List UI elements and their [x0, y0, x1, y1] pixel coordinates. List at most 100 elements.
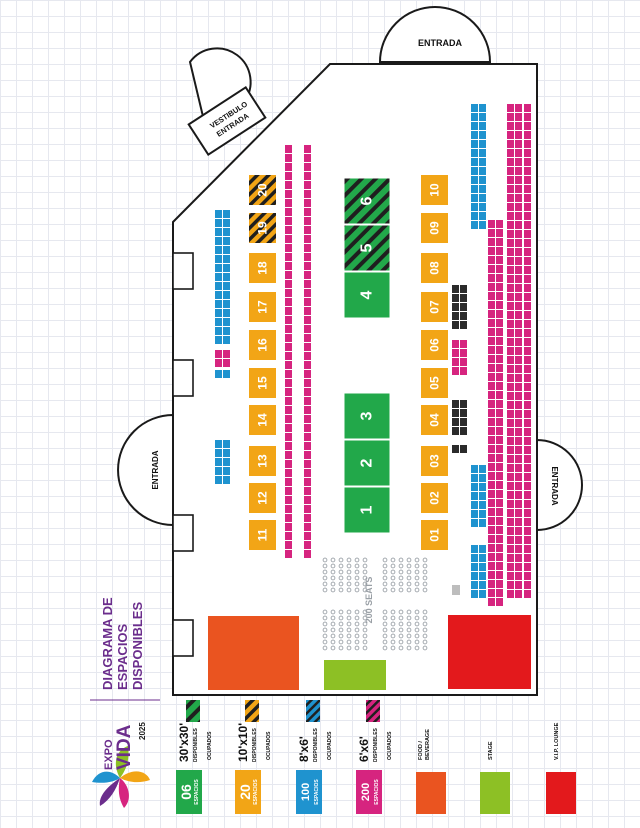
- small-booth[interactable]: [488, 499, 495, 507]
- small-booth[interactable]: [479, 149, 486, 157]
- small-booth[interactable]: [471, 501, 478, 509]
- small-booth[interactable]: [223, 282, 230, 290]
- booth-10x10-18[interactable]: 18: [249, 253, 276, 283]
- small-booth[interactable]: [524, 437, 531, 445]
- small-booth[interactable]: [524, 131, 531, 139]
- small-booth[interactable]: [471, 545, 478, 553]
- small-booth[interactable]: [215, 219, 222, 227]
- small-booth[interactable]: [285, 280, 292, 288]
- small-booth[interactable]: [488, 508, 495, 516]
- small-booth[interactable]: [215, 327, 222, 335]
- small-booth[interactable]: [524, 122, 531, 130]
- small-booth[interactable]: [304, 316, 311, 324]
- small-booth[interactable]: [515, 329, 522, 337]
- small-booth[interactable]: [471, 149, 478, 157]
- small-booth[interactable]: [524, 473, 531, 481]
- small-booth[interactable]: [488, 436, 495, 444]
- small-booth[interactable]: [479, 104, 486, 112]
- small-booth[interactable]: [460, 340, 467, 348]
- small-booth[interactable]: [524, 518, 531, 526]
- small-booth[interactable]: [515, 167, 522, 175]
- small-booth[interactable]: [479, 510, 486, 518]
- small-booth[interactable]: [496, 346, 503, 354]
- small-booth[interactable]: [507, 338, 514, 346]
- small-booth[interactable]: [496, 292, 503, 300]
- small-booth[interactable]: [515, 446, 522, 454]
- small-booth[interactable]: [524, 401, 531, 409]
- small-booth[interactable]: [524, 158, 531, 166]
- small-booth[interactable]: [285, 217, 292, 225]
- small-booth[interactable]: [452, 409, 459, 417]
- small-booth[interactable]: [488, 526, 495, 534]
- booth-30x30-6[interactable]: 6: [343, 177, 391, 225]
- small-booth[interactable]: [460, 312, 467, 320]
- small-booth[interactable]: [496, 598, 503, 606]
- small-booth[interactable]: [507, 176, 514, 184]
- small-booth[interactable]: [524, 545, 531, 553]
- small-booth[interactable]: [479, 113, 486, 121]
- booth-30x30-5[interactable]: 5: [343, 224, 391, 272]
- small-booth[interactable]: [471, 465, 478, 473]
- small-booth[interactable]: [304, 460, 311, 468]
- small-booth[interactable]: [515, 284, 522, 292]
- small-booth[interactable]: [304, 514, 311, 522]
- small-booth[interactable]: [471, 474, 478, 482]
- booth-10x10-16[interactable]: 16: [249, 330, 276, 360]
- small-booth[interactable]: [285, 172, 292, 180]
- small-booth[interactable]: [460, 427, 467, 435]
- small-booth[interactable]: [304, 523, 311, 531]
- small-booth[interactable]: [304, 190, 311, 198]
- small-booth[interactable]: [304, 253, 311, 261]
- small-booth[interactable]: [285, 388, 292, 396]
- small-booth[interactable]: [471, 212, 478, 220]
- booth-10x10-03[interactable]: 03: [421, 446, 448, 476]
- small-booth[interactable]: [507, 527, 514, 535]
- small-booth[interactable]: [524, 203, 531, 211]
- small-booth[interactable]: [223, 219, 230, 227]
- small-booth[interactable]: [304, 433, 311, 441]
- small-booth[interactable]: [496, 283, 503, 291]
- small-booth[interactable]: [488, 427, 495, 435]
- booth-10x10-09[interactable]: 09: [421, 213, 448, 243]
- small-booth[interactable]: [496, 535, 503, 543]
- small-booth[interactable]: [488, 418, 495, 426]
- small-booth[interactable]: [488, 517, 495, 525]
- small-booth[interactable]: [285, 325, 292, 333]
- small-booth[interactable]: [507, 509, 514, 517]
- small-booth[interactable]: [507, 347, 514, 355]
- small-booth[interactable]: [452, 303, 459, 311]
- small-booth[interactable]: [285, 208, 292, 216]
- booth-30x30-4[interactable]: 4: [343, 271, 391, 319]
- small-booth[interactable]: [452, 285, 459, 293]
- small-booth[interactable]: [524, 383, 531, 391]
- small-booth[interactable]: [452, 312, 459, 320]
- small-booth[interactable]: [215, 264, 222, 272]
- small-booth[interactable]: [496, 373, 503, 381]
- small-booth[interactable]: [285, 406, 292, 414]
- small-booth[interactable]: [507, 500, 514, 508]
- small-booth[interactable]: [479, 194, 486, 202]
- small-booth[interactable]: [507, 545, 514, 553]
- small-booth[interactable]: [479, 519, 486, 527]
- small-booth[interactable]: [471, 176, 478, 184]
- small-booth[interactable]: [304, 406, 311, 414]
- small-booth[interactable]: [460, 303, 467, 311]
- small-booth[interactable]: [285, 541, 292, 549]
- small-booth[interactable]: [524, 491, 531, 499]
- small-booth[interactable]: [223, 228, 230, 236]
- small-booth[interactable]: [524, 221, 531, 229]
- small-booth[interactable]: [452, 400, 459, 408]
- small-booth[interactable]: [488, 346, 495, 354]
- booth-10x10-12[interactable]: 12: [249, 483, 276, 513]
- small-booth[interactable]: [515, 131, 522, 139]
- small-booth[interactable]: [460, 285, 467, 293]
- small-booth[interactable]: [488, 580, 495, 588]
- small-booth[interactable]: [285, 487, 292, 495]
- small-booth[interactable]: [304, 298, 311, 306]
- small-booth[interactable]: [515, 221, 522, 229]
- small-booth[interactable]: [285, 343, 292, 351]
- small-booth[interactable]: [479, 122, 486, 130]
- small-booth[interactable]: [507, 257, 514, 265]
- small-booth[interactable]: [496, 229, 503, 237]
- small-booth[interactable]: [515, 347, 522, 355]
